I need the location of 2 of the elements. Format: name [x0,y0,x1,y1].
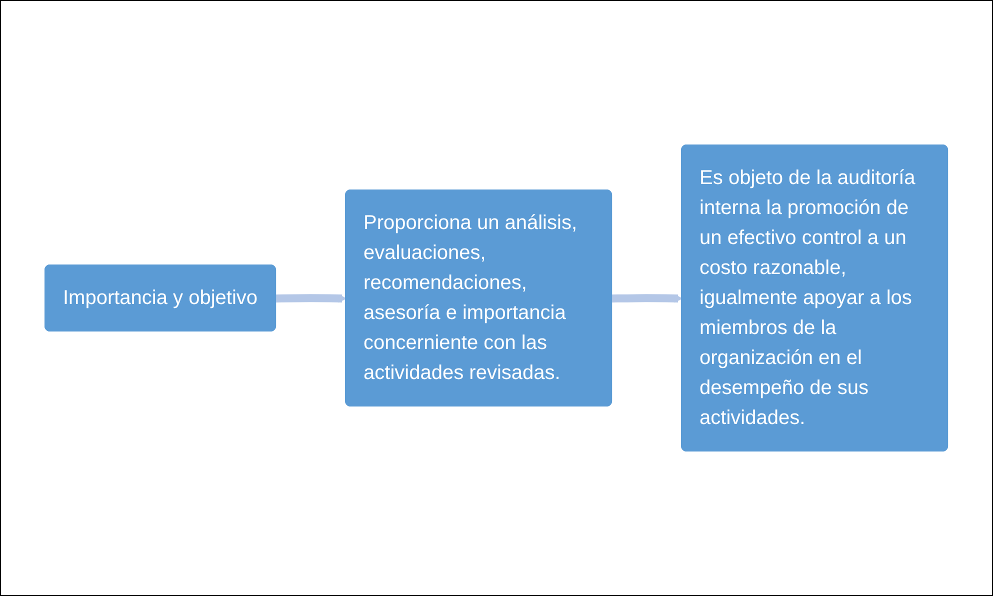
arrow [276,294,347,303]
arrow [612,294,683,303]
